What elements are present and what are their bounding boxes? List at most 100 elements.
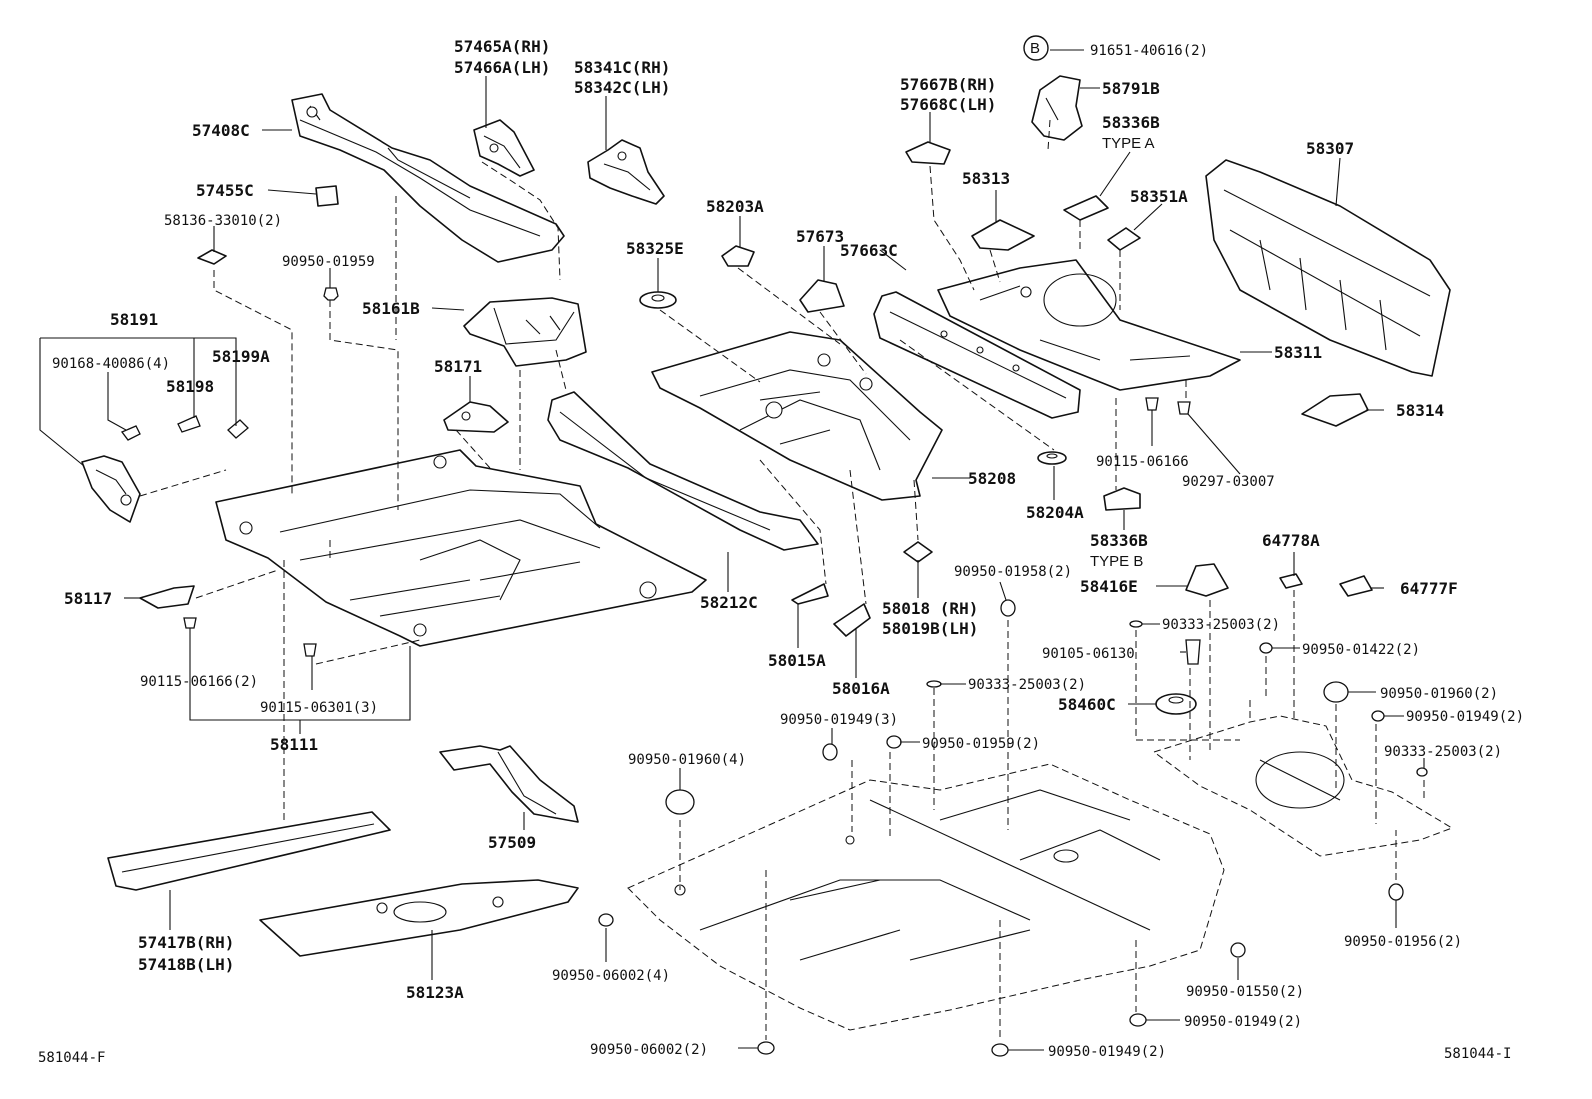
part-58325e-grommet: [639, 291, 677, 309]
label-90950-01949-2a: 90950-01949(2): [1406, 709, 1524, 725]
label-90168-40086: 90168-40086(4): [52, 356, 170, 372]
label-58161b: 58161B: [362, 299, 420, 318]
bolt-90168-40086: [120, 425, 141, 441]
label-58019b: 58019B(LH): [882, 619, 978, 638]
label-58199a: 58199A: [212, 347, 270, 366]
part-58212c-crossmember: [547, 391, 819, 551]
bolt-90950-01959: [323, 287, 339, 301]
part-labels: 57465A(RH) 57466A(LH) 58341C(RH) 58342C(…: [38, 37, 1524, 1066]
label-90115-06166-2: 90115-06166(2): [140, 674, 258, 690]
label-58015a: 58015A: [768, 651, 826, 670]
part-58117: [139, 585, 195, 609]
label-57466a: 57466A(LH): [454, 58, 550, 77]
part-58136-clip: [197, 249, 227, 265]
label-type-a: TYPE A: [1102, 135, 1155, 152]
label-57509: 57509: [488, 833, 536, 852]
part-57408c-member: [291, 93, 565, 263]
part-58161b-bracket: [463, 297, 587, 367]
label-type-b: TYPE B: [1090, 553, 1143, 570]
label-58311: 58311: [1274, 343, 1322, 362]
label-57667b: 57667B(RH): [900, 75, 996, 94]
part-58311-rear-floor: [937, 259, 1241, 391]
label-58016a: 58016A: [832, 679, 890, 698]
part-57465a-bracket: [473, 119, 535, 177]
bolt-90115-06301: [303, 643, 317, 657]
callout-b-circle: B: [1023, 35, 1049, 61]
label-90333-b: 90333-25003(2): [968, 677, 1086, 693]
label-58208: 58208: [968, 469, 1016, 488]
label-58018: 58018 (RH): [882, 599, 978, 618]
label-58416e: 58416E: [1080, 577, 1138, 596]
part-58416e: [1185, 563, 1229, 597]
part-58336b-type-b: [1103, 487, 1141, 511]
label-90950-01949-2c: 90950-01949(2): [1048, 1044, 1166, 1060]
label-57408c: 57408C: [192, 121, 250, 140]
part-57417b-rocker: [107, 811, 391, 891]
label-58351a: 58351A: [1130, 187, 1188, 206]
part-57663c-member: [873, 291, 1081, 419]
label-58341c: 58341C(RH): [574, 58, 670, 77]
label-90950-06002-4: 90950-06002(4): [552, 968, 670, 984]
label-90297: 90297-03007: [1182, 474, 1275, 490]
label-90115-06166: 90115-06166: [1096, 454, 1189, 470]
label-57465a: 57465A(RH): [454, 37, 550, 56]
rear-floor-outline: [1152, 715, 1454, 857]
part-58111-floor-pan: [215, 449, 707, 647]
plug-90950-01949-2c: [991, 1043, 1009, 1057]
part-58313: [971, 219, 1035, 251]
part-58171: [443, 401, 509, 433]
part-58018: [903, 541, 933, 563]
plug-90950-01956: [1388, 883, 1404, 901]
label-57417b: 57417B(RH): [138, 933, 234, 952]
washer-90333-b: [926, 680, 942, 688]
part-58351a: [1107, 227, 1141, 251]
plug-90950-01959-2: [886, 735, 902, 749]
label-90105: 90105-06130: [1042, 646, 1135, 662]
bolt-90115-06166: [1145, 397, 1159, 411]
label-58325e: 58325E: [626, 239, 684, 258]
label-57455c: 57455C: [196, 181, 254, 200]
part-64777f: [1339, 575, 1373, 597]
diagram-code-left: 581044-F: [38, 1050, 105, 1066]
label-58336b-a: 58336B: [1102, 113, 1160, 132]
label-58791b: 58791B: [1102, 79, 1160, 98]
label-58136: 58136-33010(2): [164, 213, 282, 229]
bolt-58199a: [227, 419, 249, 439]
dashed-leaders: [139, 119, 1425, 1040]
part-58123a: [259, 879, 579, 957]
bolt-58198: [177, 415, 201, 433]
label-64778a: 64778A: [1262, 531, 1320, 550]
label-90950-06002-2: 90950-06002(2): [590, 1042, 708, 1058]
plug-90950-01960-4: [665, 789, 695, 815]
plug-90950-06002-4: [598, 913, 614, 927]
plug-90950-06002-2: [757, 1041, 775, 1055]
part-58203a: [721, 245, 755, 267]
label-90333-c: 90333-25003(2): [1384, 744, 1502, 760]
label-58117: 58117: [64, 589, 112, 608]
plug-90950-01550: [1230, 942, 1246, 958]
label-58460c: 58460C: [1058, 695, 1116, 714]
label-58203a: 58203A: [706, 197, 764, 216]
label-58111: 58111: [270, 735, 318, 754]
part-58314: [1301, 393, 1369, 427]
label-90950-01956: 90950-01956(2): [1344, 934, 1462, 950]
part-58460c: [1155, 693, 1197, 715]
part-57509: [439, 745, 579, 823]
label-90950-01959: 90950-01959: [282, 254, 375, 270]
plug-90950-01949-3: [822, 743, 838, 761]
part-58307-rear-panel: [1205, 159, 1451, 377]
washer-90333-c: [1416, 767, 1428, 777]
label-57673: 57673: [796, 227, 844, 246]
label-90333-a: 90333-25003(2): [1162, 617, 1280, 633]
floor-assembly-outline: [627, 763, 1225, 1031]
part-58015a: [791, 583, 829, 605]
label-58307: 58307: [1306, 139, 1354, 158]
part-58204a-grommet: [1037, 451, 1067, 465]
label-90950-01960-4: 90950-01960(4): [628, 752, 746, 768]
label-91651: 91651-40616(2): [1090, 43, 1208, 59]
label-58191: 58191: [110, 310, 158, 329]
plug-90950-01422: [1259, 642, 1273, 654]
label-57663c: 57663C: [840, 241, 898, 260]
label-58313: 58313: [962, 169, 1010, 188]
